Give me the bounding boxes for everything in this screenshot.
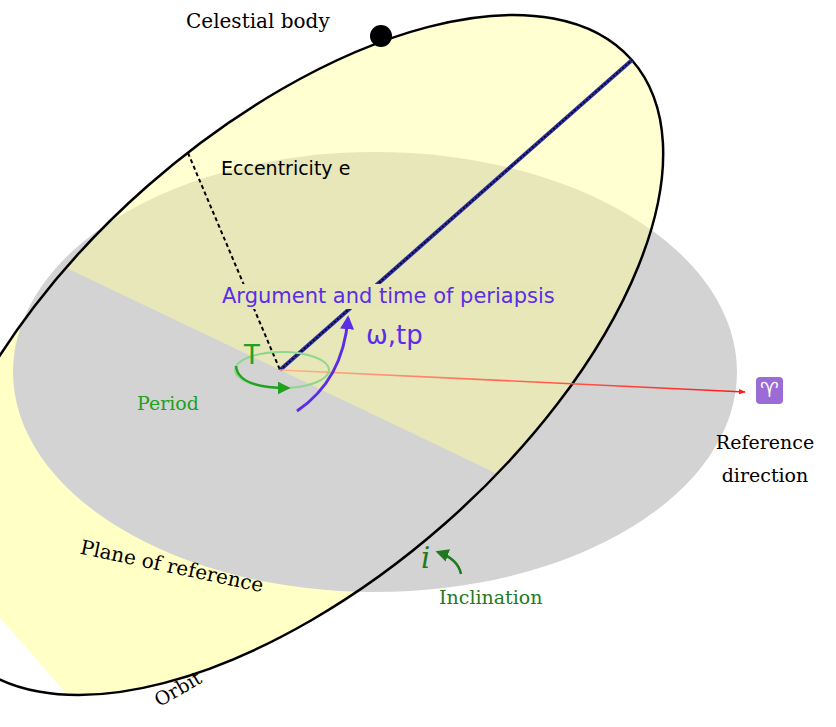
period-label: Period <box>137 392 199 415</box>
inclination-symbol: i <box>421 541 430 576</box>
eccentricity-label: Eccentricity e <box>221 157 350 180</box>
celestial-body-dot <box>370 25 392 47</box>
body-label: Celestial body <box>186 9 330 33</box>
argument-arc <box>297 318 348 411</box>
orbit-lower-fill <box>0 0 780 727</box>
omega-symbol: ω,tp <box>366 320 423 351</box>
argument-label: Argument and time of periapsis <box>222 284 555 309</box>
apsis-line <box>280 60 632 370</box>
reference-label: Reference direction <box>698 426 832 492</box>
period-arrow <box>236 366 288 388</box>
orbit-upper-fill <box>0 0 780 727</box>
reference-arrow <box>280 370 745 392</box>
inclination-arc <box>438 552 461 574</box>
line-of-nodes <box>188 153 280 370</box>
plane-label: Plane of reference <box>78 535 266 597</box>
apsis-line-dots <box>280 60 632 370</box>
orbit-label: Orbit <box>150 666 205 711</box>
period-symbol: T <box>244 340 260 371</box>
orbit-outline <box>0 0 780 727</box>
inclination-label: Inclination <box>439 586 543 609</box>
aries-symbol: ♈ <box>756 377 783 404</box>
